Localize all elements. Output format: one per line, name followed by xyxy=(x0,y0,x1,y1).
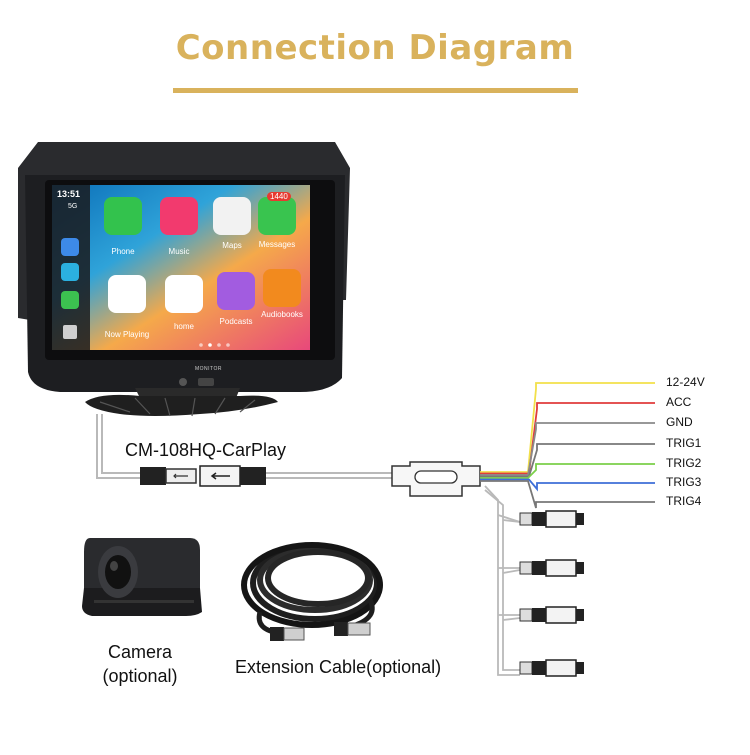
app-label-podcasts[interactable]: Podcasts xyxy=(219,317,253,326)
camera-label-line1: Camera xyxy=(107,642,173,662)
wire-acc xyxy=(480,402,655,475)
wire-gnd xyxy=(480,422,655,476)
wire-label-trig4: TRIG4 xyxy=(666,494,702,508)
wire-trig2 xyxy=(480,463,655,479)
status-time: 13:51 xyxy=(57,189,81,199)
camera-label: Camera (optional) xyxy=(92,640,188,688)
monitor xyxy=(18,142,350,392)
wire-trig3 xyxy=(480,478,655,492)
app-label-music[interactable]: Music xyxy=(168,247,190,256)
extension-connectors xyxy=(270,622,371,641)
camera-plug-4 xyxy=(519,659,584,677)
aviation-connector xyxy=(140,465,266,487)
camera-plug-1 xyxy=(519,510,584,528)
model-label: CM-108HQ-CarPlay xyxy=(125,440,287,460)
camera-label-line2: (optional) xyxy=(102,666,178,686)
extension-cable xyxy=(241,542,383,636)
app-label-audiobooks[interactable]: Audiobooks xyxy=(261,310,303,319)
junction-box xyxy=(391,461,481,497)
camera-plug-3 xyxy=(519,606,584,624)
wire-label-trig2: TRIG2 xyxy=(666,456,702,470)
camera xyxy=(82,538,202,616)
camera-plugs xyxy=(519,510,584,677)
wire-trig1 xyxy=(480,443,655,478)
wire-label-trig1: TRIG1 xyxy=(666,436,702,450)
power-trigger-wires xyxy=(480,382,655,509)
monitor-stand xyxy=(85,388,278,417)
app-label-now-playing[interactable]: Now Playing xyxy=(104,330,150,339)
wire-label-12-24v: 12-24V xyxy=(666,375,705,389)
main-cable xyxy=(96,414,392,479)
network-indicator: 5G xyxy=(68,203,78,210)
wire-trig4 xyxy=(480,480,655,509)
wire-12-24v xyxy=(480,382,655,473)
wire-label-gnd: GND xyxy=(666,415,693,429)
messages-badge: 1440 xyxy=(267,192,291,201)
camera-plug-2 xyxy=(519,559,584,577)
page-title: Connection Diagram xyxy=(175,28,575,68)
app-label-maps[interactable]: Maps xyxy=(222,241,242,250)
title-underline xyxy=(173,88,578,93)
camera-output-cables xyxy=(484,485,521,676)
monitor-brand-text: MONITOR xyxy=(195,366,223,372)
wire-label-acc: ACC xyxy=(666,395,692,409)
app-label-messages[interactable]: Messages xyxy=(258,240,296,249)
extension-cable-label: Extension Cable(optional) xyxy=(235,657,442,677)
wire-label-trig3: TRIG3 xyxy=(666,475,702,489)
app-label-home[interactable]: home xyxy=(173,322,194,331)
app-label-phone[interactable]: Phone xyxy=(111,247,135,256)
